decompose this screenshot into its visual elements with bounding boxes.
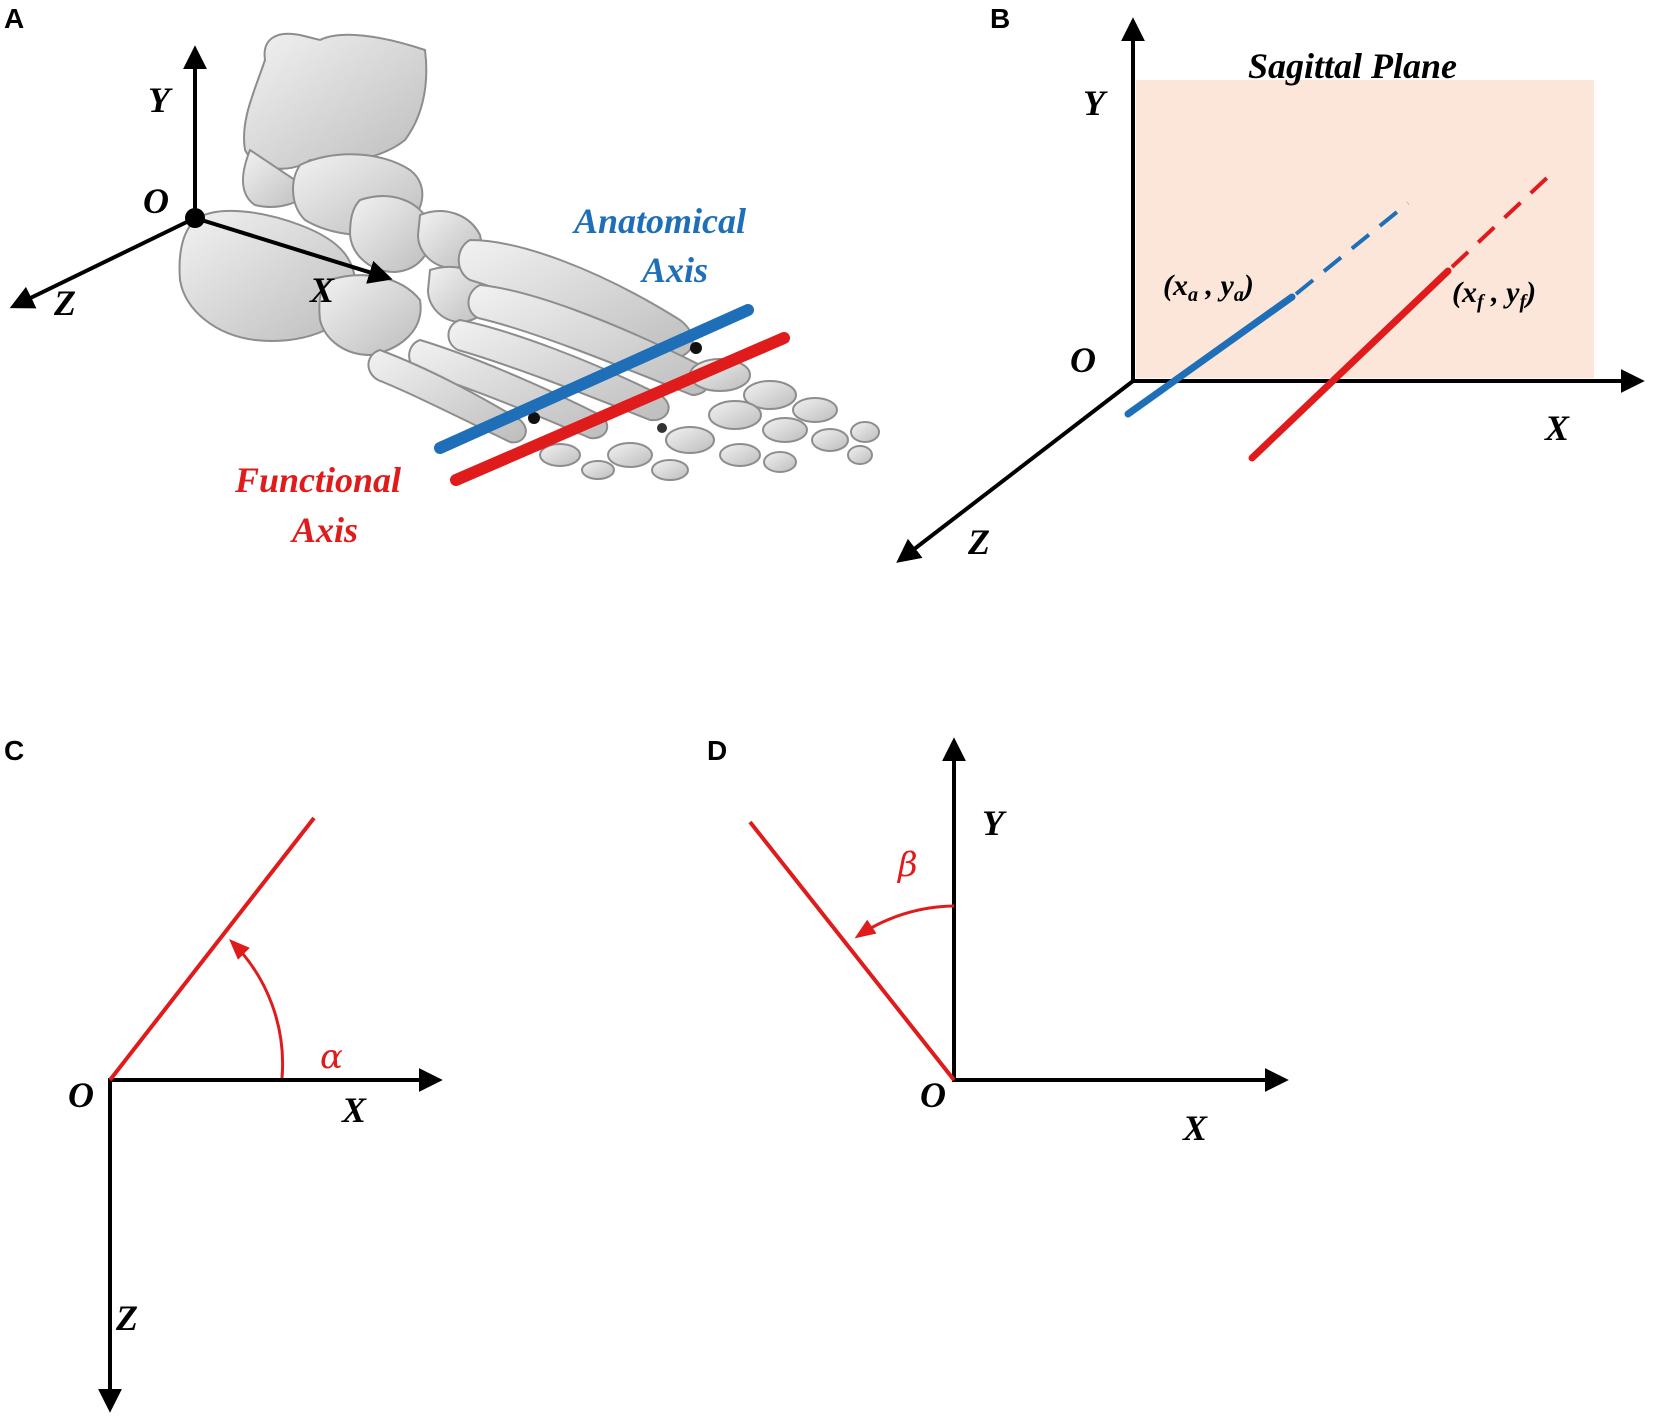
panel-c-label: C — [4, 735, 24, 766]
alpha-label: α — [320, 1037, 343, 1077]
point-a-label: (xa , ya) — [1163, 269, 1254, 306]
panel-c: C O X Z α — [4, 735, 443, 1413]
anatomical-axis-label-line2: Axis — [640, 250, 708, 290]
panel-a-x-label: X — [309, 270, 335, 310]
panel-a-label: A — [4, 3, 24, 34]
sagittal-plane — [1136, 80, 1594, 378]
panel-c-z-label: Z — [115, 1298, 138, 1338]
panel-a: A — [4, 3, 880, 550]
panel-c-red-line — [108, 816, 316, 1082]
sagittal-plane-title: Sagittal Plane — [1248, 46, 1457, 86]
panel-a-y-label: Y — [148, 80, 173, 120]
panel-d-x-label: X — [1182, 1108, 1208, 1148]
panel-a-origin-label: O — [143, 181, 169, 221]
functional-axis-extension — [1450, 173, 1552, 269]
panel-a-z-label: Z — [53, 283, 76, 323]
functional-axis-label-line2: Axis — [290, 510, 358, 550]
point-f-label: (xf , yf) — [1452, 276, 1536, 313]
foot-skeleton-illustration — [178, 32, 880, 481]
anatomical-axis-label-line1: Anatomical — [572, 201, 746, 241]
panel-c-origin-label: O — [68, 1075, 94, 1115]
functional-axis-label-line1: Functional — [234, 460, 401, 500]
beta-label: β — [896, 845, 918, 885]
beta-angle-arc — [854, 904, 955, 939]
panel-c-x-label: X — [341, 1090, 367, 1130]
panel-d-red-line — [748, 820, 956, 1082]
panel-a-origin-dot — [185, 208, 205, 228]
alpha-angle-arc — [229, 939, 285, 1079]
anatomical-axis-line — [434, 304, 754, 454]
anatomical-axis-extension — [1294, 201, 1410, 296]
panel-a-x-axis — [194, 216, 393, 284]
panel-d: D O X Y β — [707, 735, 1289, 1148]
anatomical-axis-projection — [1124, 293, 1296, 418]
landmark-dot — [657, 423, 667, 433]
panel-d-label: D — [707, 735, 727, 766]
panel-b-x-label: X — [1544, 408, 1570, 448]
panel-a-z-axis — [9, 216, 196, 309]
panel-b-origin-label: O — [1070, 340, 1096, 380]
panel-b: B Sagittal Plane Y O X Z (xa , ya) (xf ,… — [896, 3, 1645, 563]
panel-d-origin-label: O — [920, 1075, 946, 1115]
panel-b-label: B — [990, 3, 1010, 34]
panel-b-y-label: Y — [1083, 83, 1108, 123]
landmark-dot — [528, 412, 540, 424]
landmark-dot — [690, 342, 702, 354]
functional-axis-projection — [1248, 267, 1452, 462]
panel-b-z-label: Z — [967, 522, 990, 562]
functional-axis-line — [450, 332, 790, 486]
panel-b-z-axis — [896, 379, 1135, 563]
panel-d-y-label: Y — [982, 803, 1007, 843]
